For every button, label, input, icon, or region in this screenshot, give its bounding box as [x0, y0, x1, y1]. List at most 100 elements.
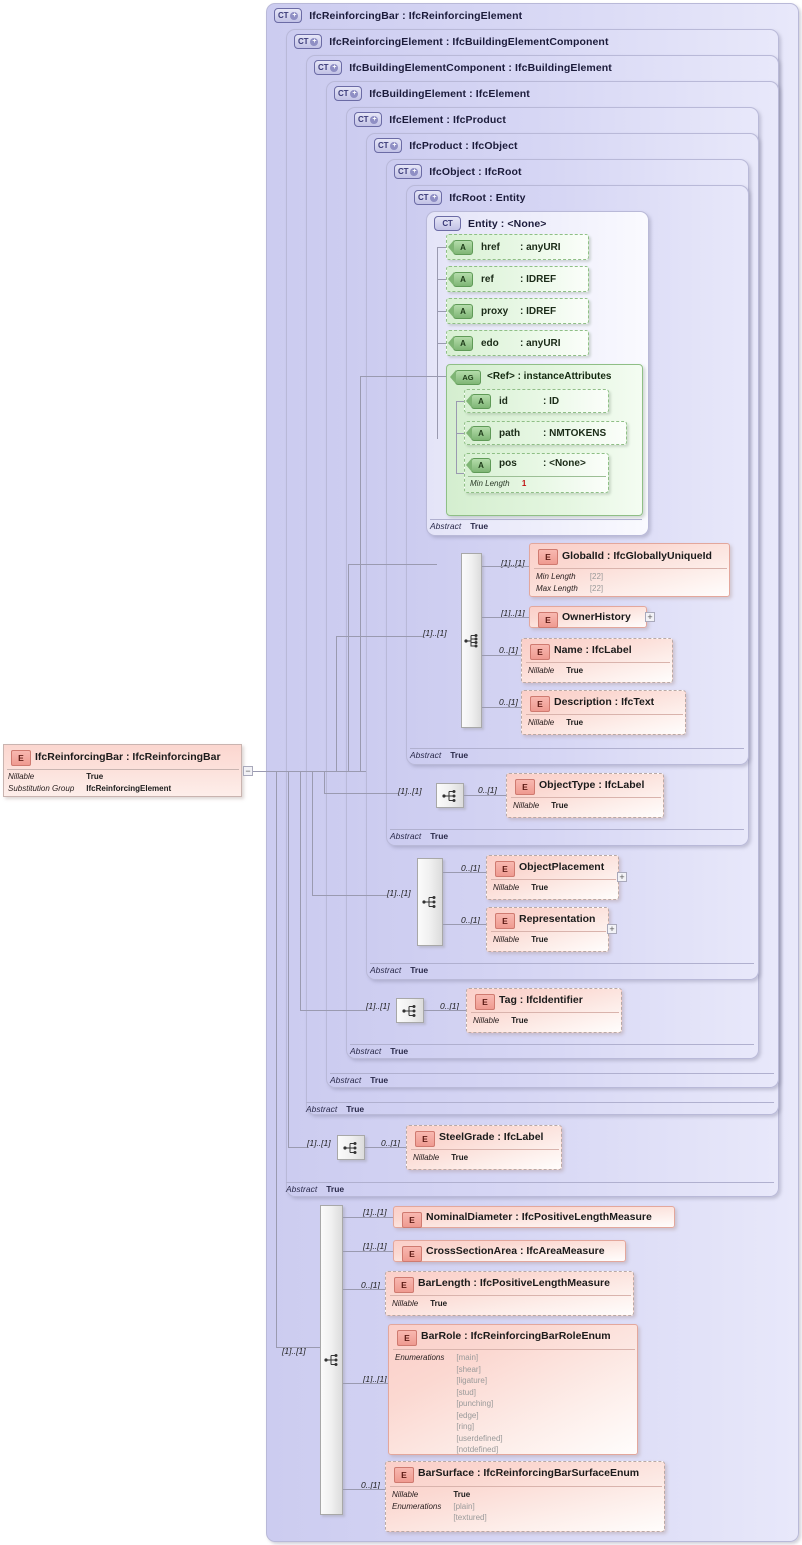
element-box-GlobalId[interactable]: E GlobalId : IfcGloballyUniqueId Min Len… — [529, 543, 730, 597]
element-title: Name : IfcLabel — [554, 644, 632, 656]
complextype-header: CT+ IfcElement : IfcProduct — [354, 112, 506, 127]
element-box-Name[interactable]: E Name : IfcLabel Nillable True — [521, 638, 673, 683]
element-title: GlobalId : IfcGloballyUniqueId — [562, 550, 712, 562]
facet-value: True — [511, 1016, 529, 1025]
abstract-label: Abstract — [330, 1075, 362, 1085]
attribute-type: : anyURI — [520, 241, 561, 253]
ct-plus-icon[interactable]: CT+ — [354, 112, 383, 127]
facet-label: Nillable — [528, 718, 555, 727]
root-element-facets: Nillable True Substitution Group IfcRein… — [8, 771, 171, 794]
element-box-ObjectType[interactable]: E ObjectType : IfcLabel Nillable True — [506, 773, 664, 818]
abstract-value: True — [326, 1184, 345, 1194]
enum-value: [textured] — [453, 1513, 487, 1522]
element-box-CrossSectionArea[interactable]: E CrossSectionArea : IfcAreaMeasure — [393, 1240, 626, 1262]
sequence-compositor[interactable] — [320, 1205, 343, 1515]
ct-plus-icon[interactable]: CT+ — [274, 8, 303, 23]
attribute-type: : IDREF — [520, 273, 557, 285]
element-badge-icon: E — [415, 1131, 435, 1147]
complextype-header: CT+ IfcRoot : Entity — [414, 190, 526, 205]
complextype-header: CT+ IfcReinforcingElement : IfcBuildingE… — [294, 34, 609, 49]
ct-plus-icon[interactable]: CT+ — [314, 60, 343, 75]
element-title: ObjectType : IfcLabel — [539, 779, 645, 791]
connector-line — [343, 1489, 385, 1490]
element-facets: Min Length [22] Max Length [22] — [536, 571, 603, 594]
element-box-ObjectPlacement[interactable]: E ObjectPlacement Nillable True — [486, 855, 619, 900]
sequence-compositor[interactable] — [337, 1135, 365, 1160]
attribute-box-pos[interactable]: A pos : <None> Min Length 1 — [464, 453, 609, 493]
divider — [390, 1486, 662, 1487]
divider — [471, 1012, 619, 1013]
divider — [491, 931, 606, 932]
divider — [393, 1349, 635, 1350]
sequence-compositor[interactable] — [396, 998, 424, 1023]
attributegroup-badge-icon: AG — [450, 370, 481, 385]
cardinality-label: [1]..[1] — [398, 786, 422, 796]
expand-button[interactable]: + — [617, 872, 627, 882]
connector-line — [348, 564, 437, 565]
element-badge-icon: E — [495, 913, 515, 929]
element-box-Representation[interactable]: E Representation Nillable True — [486, 907, 609, 952]
sequence-compositor[interactable] — [417, 858, 443, 946]
ct-plus-icon[interactable]: CT+ — [414, 190, 443, 205]
enum-value: [notdefined] — [456, 1445, 499, 1454]
element-title: Description : IfcText — [554, 696, 655, 708]
element-badge-icon: E — [475, 994, 495, 1010]
connector-line — [360, 376, 361, 771]
ct-plus-icon[interactable]: CT+ — [294, 34, 323, 49]
ct-plus-icon[interactable]: CT+ — [334, 86, 363, 101]
element-box-SteelGrade[interactable]: E SteelGrade : IfcLabel Nillable True — [406, 1125, 562, 1170]
ct-icon[interactable]: CT — [434, 216, 461, 231]
attribute-facet-minlength: Min Length 1 — [470, 479, 526, 488]
facet-label: Nillable — [8, 772, 35, 781]
connector-line — [456, 473, 464, 474]
ct-plus-icon[interactable]: CT+ — [374, 138, 403, 153]
abstract-label: Abstract — [350, 1046, 382, 1056]
facet-label: Max Length — [536, 583, 578, 593]
enum-value: [punching] — [456, 1399, 494, 1408]
attribute-badge-icon: A — [448, 335, 473, 351]
attribute-box-ref[interactable]: A ref : IDREF — [446, 266, 589, 292]
element-box-NominalDiameter[interactable]: E NominalDiameter : IfcPositiveLengthMea… — [393, 1206, 675, 1228]
complextype-title: IfcBuildingElementComponent : IfcBuildin… — [349, 61, 612, 74]
sequence-compositor[interactable] — [461, 553, 482, 728]
divider — [430, 519, 642, 520]
divider — [286, 1182, 774, 1183]
element-box-BarRole[interactable]: E BarRole : IfcReinforcingBarRoleEnum En… — [388, 1324, 638, 1455]
attribute-type: : <None> — [543, 458, 586, 469]
ct-plus-icon[interactable]: CT+ — [394, 164, 423, 179]
connector-line — [437, 376, 446, 377]
element-box-BarSurface[interactable]: E BarSurface : IfcReinforcingBarSurfaceE… — [385, 1461, 665, 1532]
connector-line — [456, 401, 464, 402]
connector-line — [437, 343, 446, 344]
root-element-box[interactable]: E IfcReinforcingBar : IfcReinforcingBar … — [3, 744, 242, 797]
abstract-value: True — [410, 965, 429, 975]
sequence-compositor[interactable] — [436, 783, 464, 808]
attribute-box-proxy[interactable]: A proxy : IDREF — [446, 298, 589, 324]
connector-line — [343, 1289, 385, 1290]
expand-button[interactable]: + — [645, 612, 655, 622]
facet-value: True — [551, 801, 569, 810]
expand-button[interactable]: + — [607, 924, 617, 934]
connector-line — [424, 1010, 466, 1011]
element-box-OwnerHistory[interactable]: E OwnerHistory — [529, 606, 647, 628]
divider — [491, 879, 616, 880]
element-box-Tag[interactable]: E Tag : IfcIdentifier Nillable True — [466, 988, 622, 1033]
connector-line — [482, 566, 529, 567]
element-box-Description[interactable]: E Description : IfcText Nillable True — [521, 690, 686, 735]
element-facets: Nillable True Enumerations [plain] [text… — [392, 1489, 487, 1524]
enum-value: [plain] — [453, 1501, 475, 1511]
collapse-toggle-button[interactable]: − — [243, 766, 253, 776]
facet-value: 1 — [521, 479, 527, 488]
element-box-BarLength[interactable]: E BarLength : IfcPositiveLengthMeasure N… — [385, 1271, 634, 1316]
attribute-box-id[interactable]: A id : ID — [464, 389, 609, 413]
attribute-name: id — [499, 395, 508, 407]
enum-value: [stud] — [456, 1387, 476, 1397]
attribute-box-path[interactable]: A path : NMTOKENS — [464, 421, 627, 445]
enum-value: [edge] — [456, 1410, 479, 1420]
attribute-box-edo[interactable]: A edo : anyURI — [446, 330, 589, 356]
attribute-box-href[interactable]: A href : anyURI — [446, 234, 589, 260]
cardinality-label: [1]..[1] — [501, 608, 525, 618]
attribute-badge-icon: A — [466, 393, 491, 409]
attribute-badge-icon: A — [466, 425, 491, 441]
